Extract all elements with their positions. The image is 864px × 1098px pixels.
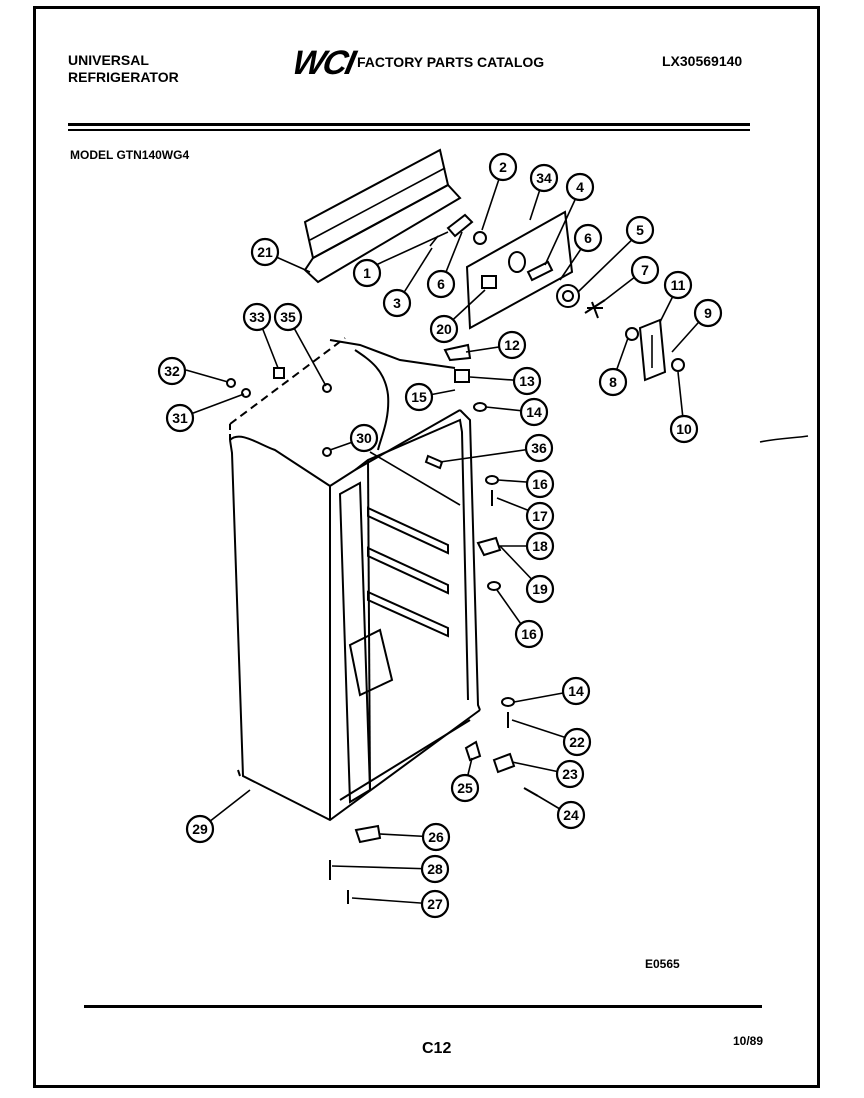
svg-text:20: 20	[436, 321, 452, 337]
svg-text:13: 13	[519, 373, 535, 389]
header-left: UNIVERSAL REFRIGERATOR	[68, 52, 179, 86]
callout-16-a: 16	[525, 469, 555, 499]
svg-text:33: 33	[249, 309, 265, 325]
svg-text:4: 4	[576, 179, 584, 195]
svg-text:34: 34	[536, 170, 552, 186]
svg-text:26: 26	[428, 829, 444, 845]
callout-20: 20	[429, 314, 459, 344]
revision-date: 10/89	[733, 1034, 764, 1048]
svg-text:7: 7	[641, 262, 649, 278]
callout-18: 18	[525, 531, 555, 561]
svg-text:31: 31	[172, 410, 188, 426]
svg-text:16: 16	[532, 476, 548, 492]
callout-5: 5	[625, 215, 655, 245]
svg-text:25: 25	[457, 780, 473, 796]
svg-text:22: 22	[569, 734, 585, 750]
header-rule-bottom	[68, 129, 750, 131]
thermostat-knob	[556, 284, 606, 319]
callout-1: 1	[352, 258, 382, 288]
svg-text:12: 12	[504, 337, 520, 353]
callout-30: 30	[349, 423, 379, 453]
callout-2: 2	[488, 152, 518, 182]
callout-11: 11	[663, 270, 693, 300]
callout-19: 19	[525, 574, 555, 604]
callout-6-a: 6	[426, 269, 456, 299]
top-trim-strip	[303, 148, 462, 284]
callout-17: 17	[525, 501, 555, 531]
callout-16-b: 16	[514, 619, 544, 649]
callout-15: 15	[404, 382, 434, 412]
leader-lines	[179, 169, 809, 905]
callout-8: 8	[598, 367, 628, 397]
callout-3: 3	[382, 288, 412, 318]
svg-text:28: 28	[427, 861, 443, 877]
callout-6-b: 6	[573, 223, 603, 253]
callout-34: 34	[529, 163, 559, 193]
callout-10: 10	[669, 414, 699, 444]
callout-32: 32	[157, 356, 187, 386]
svg-text:16: 16	[521, 626, 537, 642]
control-panel	[465, 210, 574, 330]
svg-text:5: 5	[636, 222, 644, 238]
callout-33: 33	[242, 302, 272, 332]
svg-text:17: 17	[532, 508, 548, 524]
catalog-title: FACTORY PARTS CATALOG	[357, 54, 545, 70]
callout-14-b: 14	[561, 676, 591, 706]
svg-text:6: 6	[584, 230, 592, 246]
fasteners	[226, 343, 539, 904]
model-label: MODEL GTN140WG4	[70, 148, 190, 162]
callout-13: 13	[512, 366, 542, 396]
callout-23: 23	[555, 759, 585, 789]
svg-text:10: 10	[676, 421, 692, 437]
svg-text:29: 29	[192, 821, 208, 837]
callout-25: 25	[450, 773, 480, 803]
svg-text:14: 14	[568, 683, 584, 699]
catalog-number: LX30569140	[662, 53, 743, 69]
callout-36: 36	[524, 433, 554, 463]
svg-text:36: 36	[531, 440, 547, 456]
svg-text:21: 21	[257, 244, 273, 260]
callout-24: 24	[556, 800, 586, 830]
header-rule-top	[68, 123, 750, 126]
svg-text:2: 2	[499, 159, 507, 175]
callout-14-a: 14	[519, 397, 549, 427]
svg-text:14: 14	[526, 404, 542, 420]
svg-text:35: 35	[280, 309, 296, 325]
callout-35: 35	[273, 302, 303, 332]
callout-21: 21	[250, 237, 280, 267]
svg-text:32: 32	[164, 363, 180, 379]
footer-rule	[84, 1005, 762, 1008]
svg-text:8: 8	[609, 374, 617, 390]
refrigerator-cabinet	[229, 337, 481, 822]
svg-text:27: 27	[427, 896, 443, 912]
callout-27: 27	[420, 889, 450, 919]
header-left-line2: REFRIGERATOR	[68, 69, 179, 85]
callout-12: 12	[497, 330, 527, 360]
svg-text:3: 3	[393, 295, 401, 311]
svg-text:23: 23	[562, 766, 578, 782]
svg-text:24: 24	[563, 807, 579, 823]
thermostat-body	[625, 318, 685, 382]
svg-text:11: 11	[671, 277, 686, 293]
svg-text:9: 9	[704, 305, 712, 321]
callout-26: 26	[421, 822, 451, 852]
drawing-code: E0565	[645, 957, 680, 971]
svg-text:19: 19	[532, 581, 548, 597]
callout-9: 9	[693, 298, 723, 328]
callout-22: 22	[562, 727, 592, 757]
page-frame	[33, 6, 820, 1088]
svg-text:18: 18	[532, 538, 548, 554]
callout-4: 4	[565, 172, 595, 202]
svg-text:30: 30	[356, 430, 372, 446]
svg-text:6: 6	[437, 276, 445, 292]
svg-text:15: 15	[411, 389, 427, 405]
callout-28: 28	[420, 854, 450, 884]
page-code: C12	[422, 1040, 452, 1057]
svg-text:1: 1	[363, 265, 371, 281]
callout-31: 31	[165, 403, 195, 433]
header-left-line1: UNIVERSAL	[68, 52, 149, 68]
callout-7: 7	[630, 255, 660, 285]
callout-29: 29	[185, 814, 215, 844]
